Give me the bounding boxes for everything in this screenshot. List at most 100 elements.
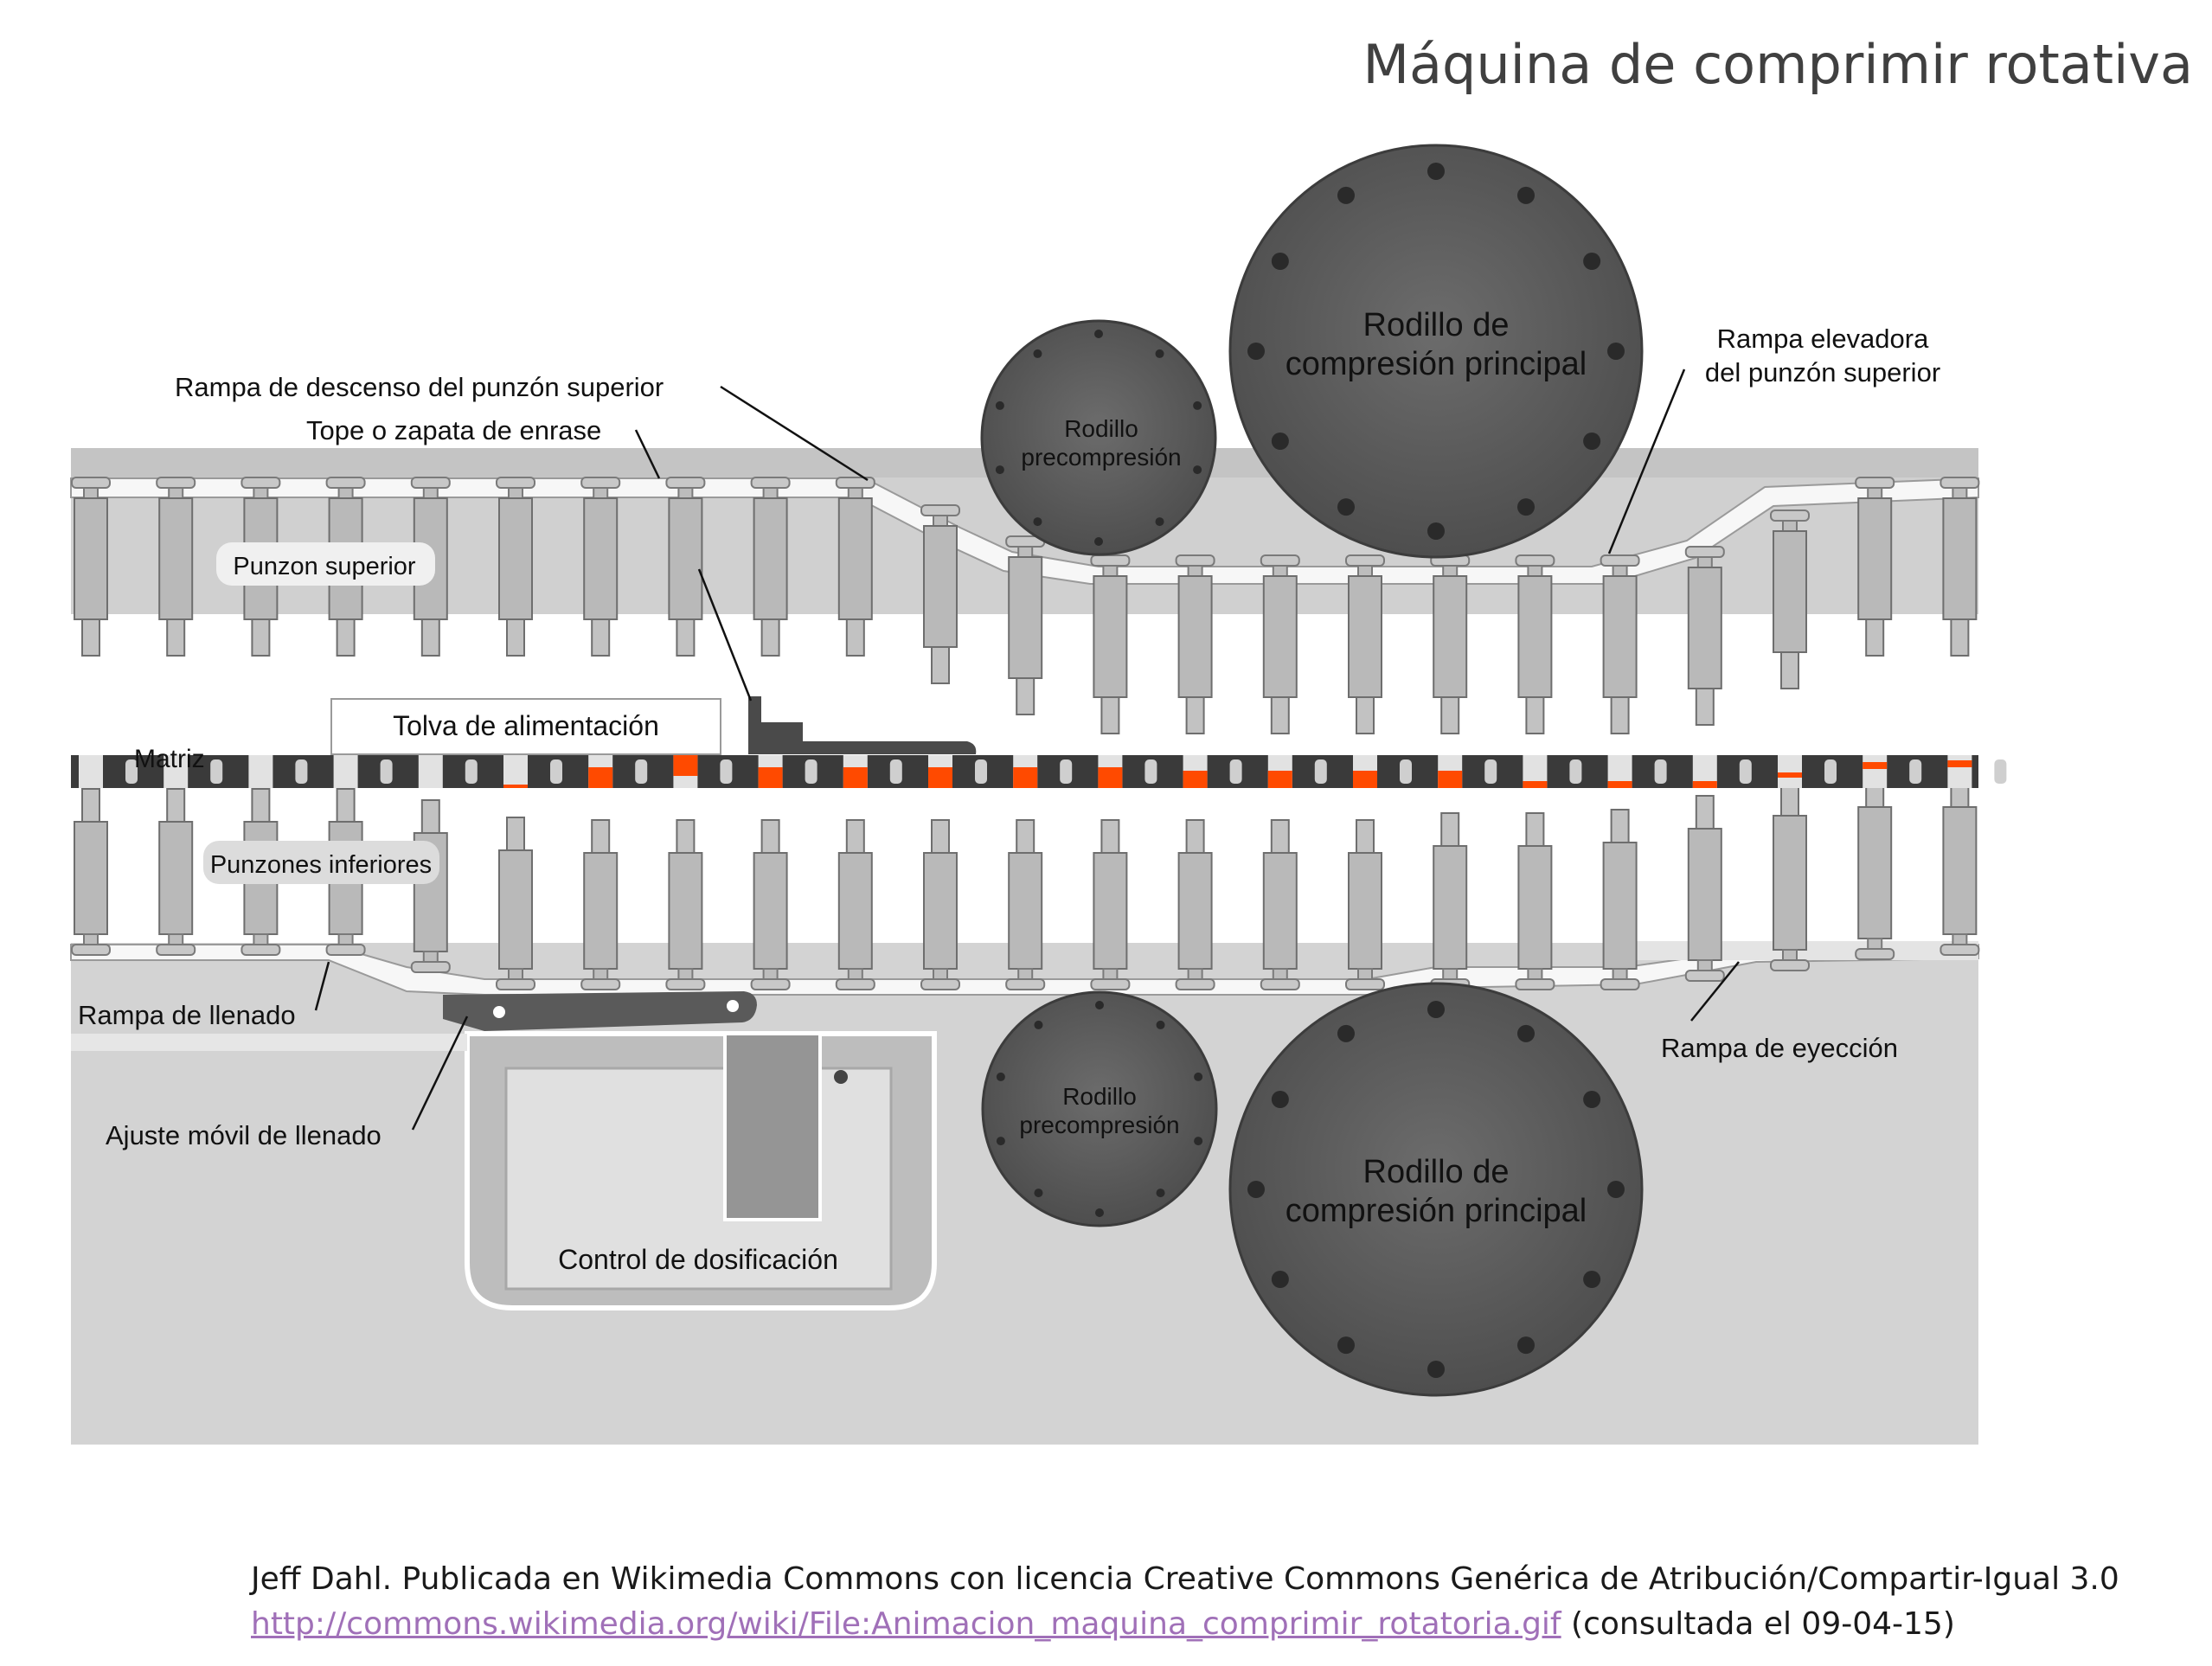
roller-main-bottom-bolt	[1583, 1091, 1601, 1108]
lower-punch-head	[835, 978, 875, 990]
lower-punch-neck	[593, 968, 609, 980]
powder-fill	[1947, 760, 1972, 767]
lower-punch-neck	[847, 968, 863, 980]
die-hole	[333, 755, 358, 788]
lower-punch-neck	[1782, 949, 1798, 961]
lower-punch-head	[1175, 978, 1215, 990]
lower-punch-neck	[1272, 968, 1288, 980]
lower-punch-tip	[1356, 819, 1375, 854]
roller-main-bottom-bolt	[1271, 1091, 1289, 1108]
roller-main-bottom-bolt	[1427, 1001, 1445, 1018]
die-gap	[1994, 759, 2007, 784]
powder-fill	[1438, 771, 1463, 788]
upper-punch	[1090, 554, 1131, 734]
lower-punch-tip	[506, 817, 525, 851]
upper-punch-head	[1515, 554, 1555, 567]
powder-fill	[1607, 781, 1632, 788]
lower-punch-body	[753, 852, 788, 970]
lower-punch-neck	[1102, 968, 1119, 980]
upper-punch	[156, 477, 196, 657]
die-gap	[380, 759, 393, 784]
upper-punch-head	[410, 477, 451, 489]
lower-punch-neck	[1952, 933, 1968, 945]
roller-precompression-bottom-bolt	[1095, 1001, 1104, 1009]
roller-precompression-bottom	[981, 990, 1218, 1227]
lower-punch	[1684, 795, 1725, 982]
die-gap	[1229, 759, 1242, 784]
die-gap	[465, 759, 478, 784]
roller-main-top-bolt	[1337, 498, 1355, 516]
die-hole	[418, 755, 443, 788]
powder-fill	[1183, 771, 1208, 788]
upper-punch-head	[665, 477, 706, 489]
lower-punch-neck	[762, 968, 779, 980]
roller-main-bottom-bolt	[1583, 1271, 1601, 1288]
punzon-superior-label-bg	[216, 542, 435, 586]
upper-punch-body	[837, 497, 873, 620]
upper-punch-body	[1093, 575, 1128, 698]
upper-punch-head	[496, 477, 535, 489]
roller-precompression-top-bolt	[1155, 517, 1164, 527]
label-roller-main-bottom-1: Rodillo de	[1363, 1154, 1510, 1190]
lower-punch	[71, 788, 111, 956]
label-roller-pre-bottom-2: precompresión	[1019, 1112, 1179, 1138]
upper-punch-head	[1090, 554, 1131, 567]
powder-fill	[1353, 771, 1377, 788]
upper-punch	[750, 477, 791, 657]
upper-punch-head	[1345, 554, 1385, 567]
lower-punch-head	[325, 944, 366, 956]
lower-punch-head	[580, 978, 621, 990]
roller-precompression-bottom-bolt	[996, 1072, 1005, 1081]
upper-punch-head	[1260, 554, 1300, 567]
upper-punch-neck	[337, 487, 354, 499]
roller-main-top-bolt	[1427, 522, 1445, 540]
upper-punch-body	[583, 497, 619, 620]
die-hole	[1778, 755, 1802, 788]
upper-punch	[1175, 554, 1215, 734]
upper-punch-body	[1942, 497, 1978, 620]
die-gap	[1824, 759, 1837, 784]
upper-punch	[1515, 554, 1555, 734]
lower-punch-tip	[676, 819, 696, 854]
die-hole	[1947, 755, 1972, 788]
upper-punch-tip	[81, 618, 100, 657]
upper-punch	[1005, 535, 1046, 715]
upper-punch-neck	[933, 515, 948, 527]
upper-punch-tip	[166, 618, 186, 657]
roller-precompression-top-bolt	[995, 400, 1004, 410]
upper-punch-tip	[1525, 696, 1545, 734]
lower-punch	[580, 819, 621, 990]
upper-punch-neck	[1952, 487, 1968, 499]
powder-fill	[1692, 781, 1717, 788]
upper-punch	[835, 477, 875, 657]
lower-punch-neck	[168, 933, 184, 945]
label-punzon-superior: Punzon superior	[233, 553, 416, 580]
lower-punch	[1345, 819, 1385, 990]
lower-punch-head	[1855, 948, 1895, 960]
lower-punch-body	[923, 852, 958, 970]
upper-punch-body	[1348, 575, 1382, 698]
roller-precompression-bottom-bolt	[1095, 1208, 1104, 1217]
roller-main-top	[1228, 144, 1644, 559]
lower-punch-tip	[591, 819, 611, 854]
roller-precompression-top-bolt	[995, 465, 1004, 475]
lower-punch-body	[837, 852, 873, 970]
roller-precompression-bottom-disc	[981, 990, 1218, 1227]
roller-main-top-bolt	[1583, 433, 1601, 450]
lower-punch-head	[1005, 978, 1046, 990]
die-gap	[1314, 759, 1327, 784]
upper-punch-tip	[591, 618, 611, 657]
feed-scraper	[748, 696, 977, 754]
lower-punch	[1005, 819, 1046, 990]
lower-punch-neck	[1442, 968, 1459, 980]
powder-fill	[1013, 767, 1038, 788]
roller-main-bottom-bolt	[1427, 1361, 1445, 1378]
upper-punch-tip	[1865, 618, 1885, 657]
die-gap	[635, 759, 648, 784]
upper-punch-tip	[1356, 696, 1375, 734]
upper-punch-neck	[1612, 565, 1628, 577]
lower-punch	[1855, 773, 1895, 960]
credit-link[interactable]: http://commons.wikimedia.org/wiki/File:A…	[251, 1606, 1561, 1642]
upper-punch-head	[1855, 477, 1895, 489]
roller-main-top-bolt	[1271, 253, 1289, 270]
